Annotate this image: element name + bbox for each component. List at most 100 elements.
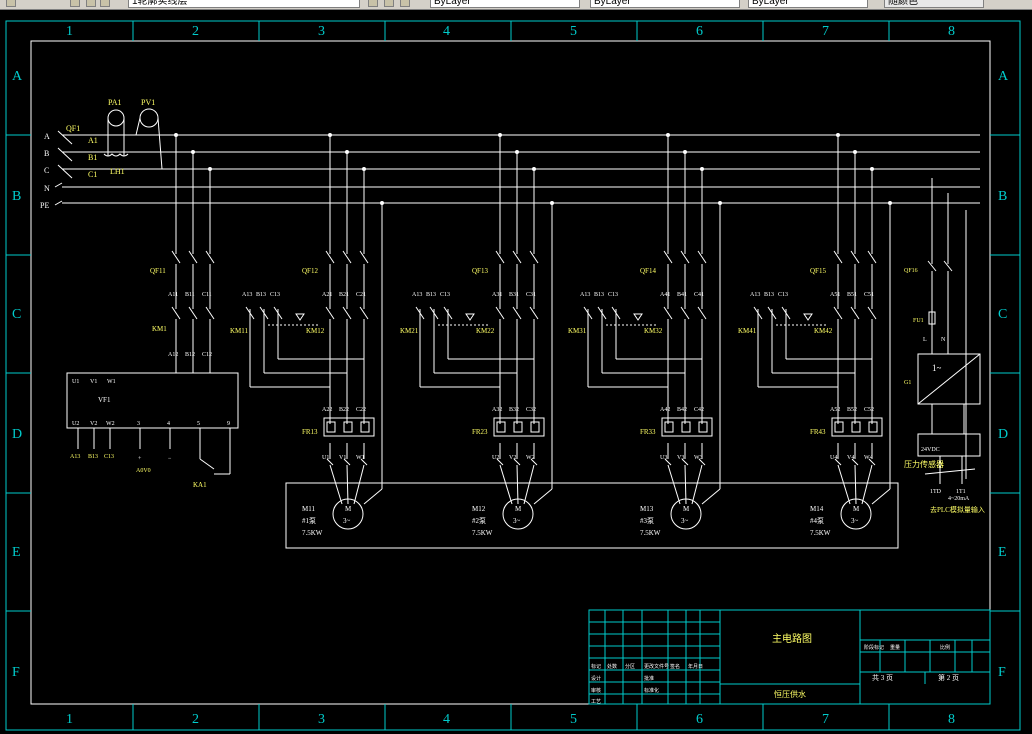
layer-match-icon[interactable]	[400, 0, 410, 7]
svg-text:VF1: VF1	[98, 396, 111, 404]
busbars	[54, 108, 980, 206]
svg-text:KA1: KA1	[193, 481, 207, 489]
terminal-label: C13	[608, 292, 618, 298]
motor-symbol	[840, 498, 872, 530]
breaker-label: QF13	[472, 267, 488, 275]
feeder-circuits: A11A12B11B12C11C12QF11KM1A21A22U1B21B22V…	[150, 133, 892, 537]
terminal-label: W1	[356, 455, 365, 461]
terminal-label: C13	[440, 292, 450, 298]
terminal-label: A31	[492, 292, 502, 298]
bulb-icon[interactable]	[70, 0, 80, 7]
terminal-label: A13	[750, 292, 760, 298]
lineweight-select[interactable]: ByLayer	[590, 0, 740, 8]
column-label: 7	[822, 24, 829, 39]
row-label: B	[12, 189, 21, 204]
svg-text:PA1: PA1	[108, 98, 122, 107]
svg-text:PV1: PV1	[141, 98, 155, 107]
column-label: 8	[948, 712, 955, 727]
svg-text:W1: W1	[107, 379, 116, 385]
terminal-label: C12	[202, 352, 212, 358]
terminal-label: B32	[509, 407, 519, 413]
title-block-label: 处数	[607, 663, 617, 670]
overload-label: FR43	[810, 428, 826, 436]
svg-text:G1: G1	[904, 380, 911, 386]
terminal-label: V3	[677, 455, 684, 461]
svg-text:PE: PE	[40, 201, 49, 210]
svg-text:C1: C1	[88, 170, 97, 179]
power-label: 7.5KW	[640, 529, 661, 537]
svg-text:V1: V1	[90, 379, 97, 385]
terminal-label: W4	[864, 455, 873, 461]
terminal-label: A13	[580, 292, 590, 298]
svg-text:B: B	[44, 149, 49, 158]
terminal-label: A12	[168, 352, 178, 358]
breaker-label: QF14	[640, 267, 656, 275]
svg-text:3: 3	[137, 421, 140, 427]
overload-label: FR23	[472, 428, 488, 436]
svg-text:U2: U2	[72, 421, 79, 427]
drawing-title: 主电路图	[772, 632, 812, 645]
svg-text:C: C	[44, 166, 49, 175]
terminal-label: B13	[764, 292, 774, 298]
title-block-label: 比例	[940, 644, 950, 651]
row-label: A	[998, 69, 1009, 84]
svg-text:压力传感器: 压力传感器	[904, 459, 944, 469]
terminal-label: U3	[660, 455, 667, 461]
color-select[interactable]: 随颜色	[884, 0, 984, 8]
terminal-label: A51	[830, 292, 840, 298]
terminal-label: A52	[830, 407, 840, 413]
svg-text:4: 4	[167, 421, 170, 427]
contactor-label: KM41	[738, 327, 757, 335]
terminal-label: V2	[509, 455, 516, 461]
title-block-text: 主电路图 恒压供水 共 3 页 第 2 页 标记处数分区更改文件号签名年月日设计…	[591, 632, 959, 705]
terminal-label: C21	[356, 292, 366, 298]
title-block-label: 分区	[625, 663, 635, 670]
lock-icon[interactable]	[100, 0, 110, 7]
column-label: 2	[192, 712, 199, 727]
supply-labels: QF16 L FU1 N G1 1~ 24VDC 压力传感器 1TD 1T1 4…	[904, 268, 985, 514]
column-label: 2	[192, 24, 199, 39]
svg-text:V2: V2	[90, 421, 97, 427]
breaker-label: QF12	[302, 267, 318, 275]
column-label: 7	[822, 712, 829, 727]
terminal-label: C11	[202, 292, 212, 298]
terminal-label: C13	[270, 292, 280, 298]
column-label: 6	[696, 712, 703, 727]
motor-letter: M	[345, 505, 352, 513]
terminal-label: C32	[526, 407, 536, 413]
row-label: A	[12, 69, 23, 84]
terminal-label: W2	[526, 455, 535, 461]
power-label: 7.5KW	[810, 529, 831, 537]
terminal-label: A21	[322, 292, 332, 298]
svg-text:A1: A1	[88, 136, 98, 145]
terminal-label: U1	[322, 455, 329, 461]
motor-letter: M	[683, 505, 690, 513]
terminal-label: U2	[492, 455, 499, 461]
layer-state-icon[interactable]	[6, 0, 16, 7]
sun-icon[interactable]	[86, 0, 96, 7]
terminal-label: A41	[660, 292, 670, 298]
terminal-label: B13	[594, 292, 604, 298]
svg-text:9: 9	[227, 421, 230, 427]
motor-label: M14	[810, 505, 824, 513]
pump-label: #2泵	[472, 517, 486, 525]
svg-text:+: +	[138, 456, 142, 462]
make-current-icon[interactable]	[368, 0, 378, 7]
title-block-label: 年月日	[688, 663, 703, 670]
svg-text:A: A	[44, 132, 50, 141]
terminal-label: A13	[242, 292, 252, 298]
bus-labels: A B C N PE QF1 A1 B1 C1 PA1 PV1 LH1	[40, 98, 155, 210]
terminal-label: V4	[847, 455, 854, 461]
terminal-label: B52	[847, 407, 857, 413]
terminal-label: B12	[185, 352, 195, 358]
svg-text:5: 5	[197, 421, 200, 427]
title-block-label: 设计	[591, 675, 601, 682]
linetype-select[interactable]: ByLayer	[430, 0, 580, 8]
layer-select[interactable]: 1轮廓实线层	[128, 0, 360, 8]
row-label: E	[998, 545, 1007, 560]
row-label: E	[12, 545, 21, 560]
layer-previous-icon[interactable]	[384, 0, 394, 7]
plotstyle-select[interactable]: ByLayer	[748, 0, 868, 8]
